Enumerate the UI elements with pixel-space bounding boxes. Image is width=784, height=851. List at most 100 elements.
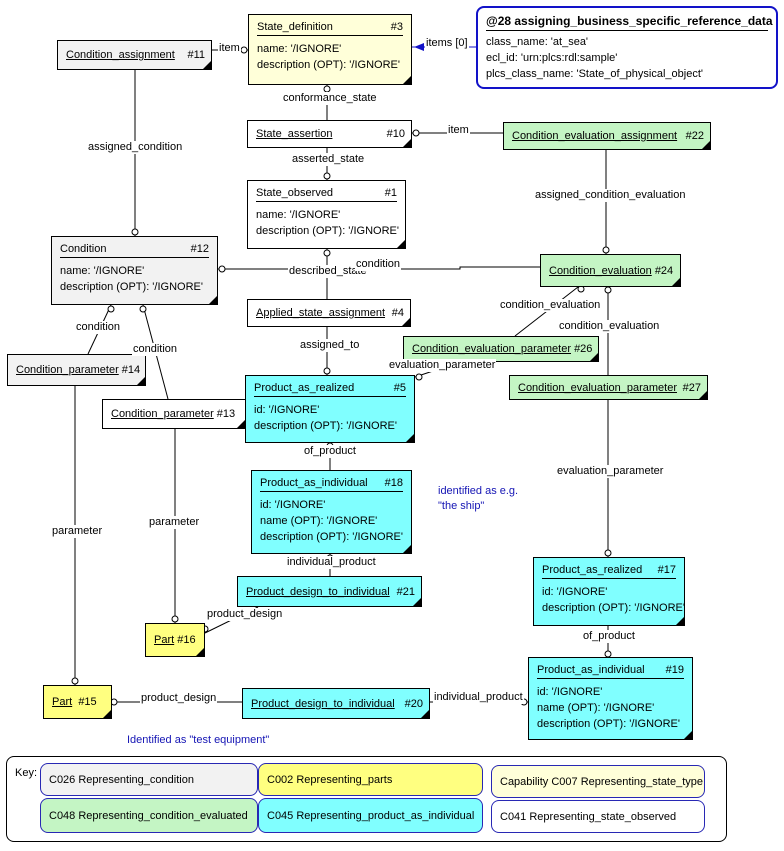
box-name: Part	[154, 634, 175, 646]
key-item-representing-parts: C002 Representing_parts	[258, 763, 483, 796]
product-as-individual-19-box[interactable]: Product_as_individual#19 id: '/IGNORE' n…	[528, 657, 693, 740]
box-attribute: name (OPT): '/IGNORE'	[260, 515, 378, 527]
key-item-representing-product-as-individual: C045 Representing_product_as_individual	[258, 798, 483, 833]
label-parameter: parameter	[148, 516, 201, 529]
box-name: Condition_parameter	[16, 364, 119, 376]
box-id: #10	[386, 128, 405, 140]
key-item-representing-state-observed: C041 Representing_state_observed	[491, 800, 705, 833]
condition-evaluation-parameter-26-box[interactable]: Condition_evaluation_parameter #26	[403, 336, 599, 362]
state-definition-box[interactable]: State_definition #3 name: '/IGNORE' descr…	[248, 14, 412, 85]
label-asserted-state: asserted_state	[291, 153, 366, 166]
box-name: Condition_assignment	[66, 49, 175, 61]
label-condition: condition	[132, 343, 179, 356]
label-of-product: of_product	[582, 630, 636, 643]
box-name: Condition_evaluation_parameter	[518, 381, 677, 394]
label-items-0: items [0]	[425, 37, 469, 50]
condition-box[interactable]: Condition#12 name: '/IGNORE' description…	[51, 236, 218, 305]
box-attribute: name: '/IGNORE'	[256, 209, 341, 221]
label-condition: condition	[75, 321, 122, 334]
condition-evaluation-box[interactable]: Condition_evaluation #24	[540, 254, 681, 287]
reference-title: @28 assigning_business_specific_referenc…	[486, 14, 773, 31]
key-item-representing-state-type: Capability C007 Representing_state_type	[491, 765, 705, 798]
state-assertion-box[interactable]: State_assertion #10	[247, 120, 412, 148]
label-condition: condition	[355, 258, 402, 271]
label-assigned-condition-evaluation: assigned_condition_evaluation	[534, 189, 687, 202]
label-of-product: of_product	[303, 445, 357, 458]
product-as-individual-18-box[interactable]: Product_as_individual #18 id: '/IGNORE' n…	[251, 470, 412, 554]
part-16-box[interactable]: Part #16	[145, 623, 205, 657]
label-conformance-state: conformance_state	[282, 92, 378, 105]
box-id: #3	[390, 21, 403, 33]
box-attribute: name: '/IGNORE'	[257, 43, 342, 55]
box-name: Product_design_to_individual	[251, 697, 395, 710]
box-attribute: id: '/IGNORE'	[260, 499, 326, 511]
box-attribute: description (OPT): '/IGNORE'	[256, 225, 399, 237]
label-evaluation-parameter: evaluation_parameter	[388, 359, 497, 372]
box-attribute: id: '/IGNORE'	[542, 586, 608, 598]
condition-evaluation-assignment-box[interactable]: Condition_evaluation_assignment #22	[503, 122, 711, 150]
label-assigned-to: assigned_to	[299, 339, 361, 352]
box-id: #5	[393, 382, 406, 394]
box-id: #16	[177, 634, 196, 646]
reference-line: ecl_id: 'urn:plcs:rdl:sample'	[486, 52, 618, 64]
product-design-to-individual-20-box[interactable]: Product_design_to_individual #20	[242, 688, 430, 719]
box-id: #17	[657, 564, 676, 576]
label-evaluation-parameter: evaluation_parameter	[556, 465, 665, 478]
box-name: Condition_evaluation	[549, 264, 652, 277]
reference-line: plcs_class_name: 'State_of_physical_obje…	[486, 68, 703, 80]
box-attribute: id: '/IGNORE'	[254, 404, 320, 416]
label-individual-product: individual_product	[433, 691, 524, 704]
box-name: Product_as_realized	[254, 382, 355, 394]
label-item: item	[218, 42, 241, 55]
applied-state-assignment-box[interactable]: Applied_state_assignment #4	[247, 299, 411, 327]
box-name: State_definition	[257, 21, 333, 33]
box-name: Condition_evaluation_assignment	[512, 130, 678, 142]
box-attribute: name (OPT): '/IGNORE'	[537, 702, 655, 714]
box-id: #18	[384, 477, 403, 489]
box-attribute: description (OPT): '/IGNORE'	[254, 420, 397, 432]
box-name: Product_as_realized	[542, 564, 643, 576]
box-id: #15	[78, 696, 97, 708]
condition-evaluation-parameter-27-box[interactable]: Condition_evaluation_parameter #27	[509, 375, 708, 400]
box-name: Product_as_individual	[537, 664, 645, 676]
box-name: State_assertion	[256, 128, 333, 140]
box-id: #4	[391, 307, 404, 319]
box-id: #12	[190, 243, 209, 255]
box-id: #1	[384, 187, 397, 199]
label-parameter: parameter	[51, 525, 104, 538]
note-the-ship: identified as e.g. "the ship"	[438, 485, 519, 512]
condition-parameter-14-box[interactable]: Condition_parameter #14	[7, 354, 146, 386]
label-condition-evaluation: condition_evaluation	[499, 299, 602, 312]
product-design-to-individual-21-box[interactable]: Product_design_to_individual#21	[237, 576, 422, 607]
condition-parameter-13-box[interactable]: Condition_parameter #13	[102, 399, 246, 429]
box-id: #13	[216, 408, 236, 420]
part-15-box[interactable]: Part #15	[43, 685, 112, 719]
box-name: Applied_state_assignment	[256, 307, 386, 319]
condition-assignment-box[interactable]: Condition_assignment#11	[57, 40, 212, 70]
box-id: #21	[396, 585, 415, 598]
box-name: Condition	[60, 243, 107, 255]
box-id: #22	[685, 130, 704, 142]
box-name: Condition_parameter	[111, 408, 214, 420]
reference-data-box[interactable]: @28 assigning_business_specific_referenc…	[476, 6, 778, 89]
box-attribute: description (OPT): '/IGNORE'	[257, 59, 400, 71]
box-id: #14	[121, 364, 141, 376]
product-as-realized-17-box[interactable]: Product_as_realized #17 id: '/IGNORE' des…	[533, 557, 685, 626]
box-attribute: id: '/IGNORE'	[537, 686, 603, 698]
box-attribute: name: '/IGNORE'	[60, 265, 145, 277]
key-title: Key:	[15, 767, 38, 779]
product-as-realized-5-box[interactable]: Product_as_realized #5 id: '/IGNORE' desc…	[245, 375, 415, 443]
box-name: Condition_evaluation_parameter	[412, 343, 571, 355]
box-id: #20	[404, 697, 423, 710]
key-item-representing-condition: C026 Representing_condition	[40, 763, 258, 796]
reference-line: class_name: 'at_sea'	[486, 36, 589, 48]
box-id: #24	[654, 264, 674, 277]
box-name: Product_as_individual	[260, 477, 368, 489]
state-observed-box[interactable]: State_observed #1 name: '/IGNORE' descrip…	[247, 180, 406, 249]
label-condition-evaluation: condition_evaluation	[558, 320, 661, 333]
box-attribute: description (OPT): '/IGNORE'	[542, 602, 685, 614]
box-name: State_observed	[256, 187, 334, 199]
box-id: #27	[682, 381, 701, 394]
label-item: item	[447, 124, 470, 137]
box-name: Part	[52, 696, 73, 708]
